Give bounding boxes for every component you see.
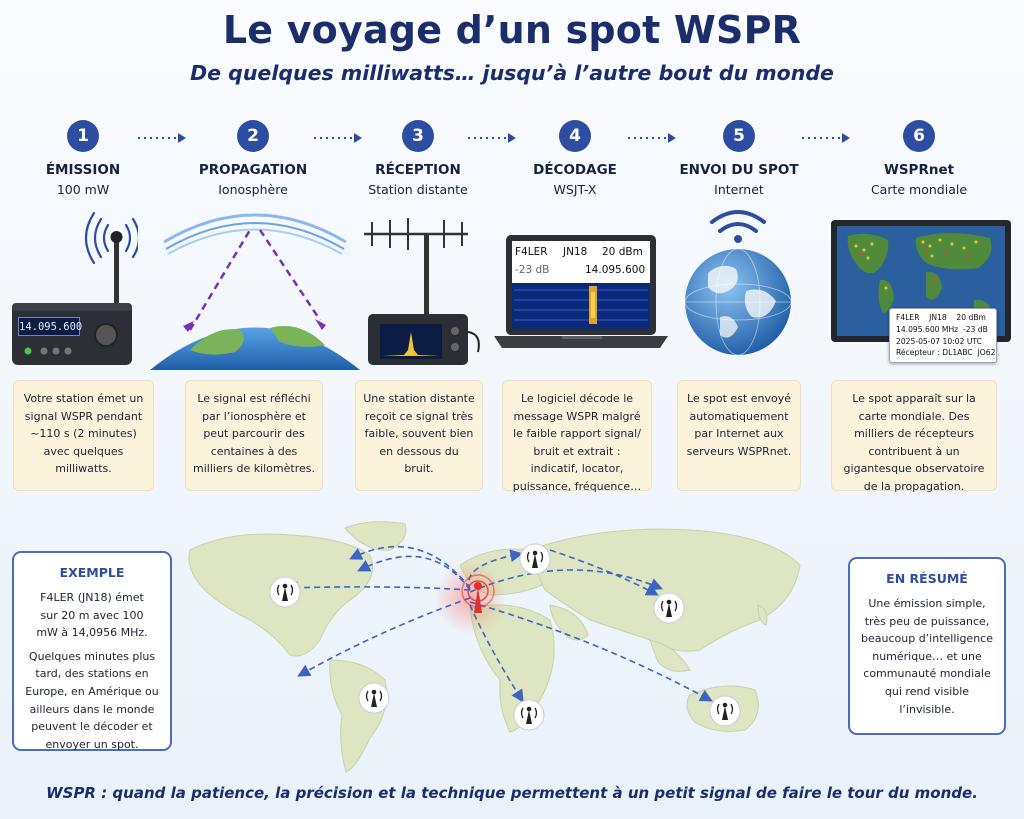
step-1: 1 ÉMISSION 100 mW: [0, 120, 168, 197]
example-text-2: Quelques minutes plus tard, des stations…: [25, 649, 159, 751]
receiver-station-icon: [269, 576, 301, 608]
popup-snr: -23 dB: [962, 324, 988, 334]
popup-locator: JN18: [929, 313, 947, 322]
step-subtitle: Internet: [714, 182, 764, 197]
step-number-badge: 1: [67, 120, 99, 152]
summary-text: Une émission simple, très peu de puissan…: [861, 597, 993, 716]
transmitter-station-icon: [461, 574, 495, 613]
wifi-icon: [710, 210, 766, 233]
example-text-1: F4LER (JN18) émet sur 20 m avec 100 mW à…: [36, 591, 148, 640]
world-map: [188, 521, 801, 773]
step-arrow-icon: [138, 133, 186, 143]
step-5: 5 ENVOI DU SPOT Internet: [654, 120, 824, 197]
ionosphere-arc-icon: [150, 213, 360, 370]
step-title: ÉMISSION: [45, 162, 121, 178]
receiver-station-icon: [358, 682, 390, 714]
decode-power: 20 dBm: [602, 246, 643, 258]
decode-snr: -23 dB: [515, 264, 550, 276]
step-arrow-icon: [802, 133, 850, 143]
popup-datetime: 2025-05-07 10:02 UTC: [896, 336, 982, 346]
step-description: Le signal est réfléchi par l’ionosphère …: [185, 380, 323, 491]
step-4: 4 DÉCODAGE WSJT-X: [490, 120, 660, 197]
step-title: RÉCEPTION: [375, 162, 461, 178]
popup-callsign: F4LER: [896, 313, 920, 322]
step-number-badge: 2: [237, 120, 269, 152]
step-number-badge: 6: [903, 120, 935, 152]
radio-transmitter-icon: [12, 211, 138, 365]
step-3: 3 RÉCEPTION Station distante: [333, 120, 503, 197]
popup-frequency: 14.095.600 MHz: [896, 324, 959, 334]
example-box: EXEMPLE F4LER (JN18) émet sur 20 m avec …: [12, 551, 172, 751]
popup-power: 20 dBm: [956, 313, 986, 322]
wsprnet-spot-popup: F4LER JN18 20 dBm 14.095.600 MHz -23 dB …: [889, 308, 997, 364]
step-description: Le logiciel décode le message WSPR malgr…: [502, 380, 652, 493]
step-subtitle: Station distante: [368, 182, 468, 197]
step-number-badge: 3: [402, 120, 434, 152]
transmitter-display: 14.095.600: [18, 317, 82, 336]
receiver-station-icon: [709, 695, 741, 727]
receiver-station-icon: [653, 592, 685, 624]
decode-locator: JN18: [563, 246, 588, 258]
popup-receiver: Récepteur : DL1ABC: [896, 348, 973, 358]
receiver-station-icon: [519, 543, 551, 575]
decode-frequency: 14.095.600: [585, 264, 646, 276]
step-subtitle: Carte mondiale: [870, 182, 968, 197]
step-title: WSPRnet: [883, 162, 955, 178]
summary-title: EN RÉSUMÉ: [886, 571, 968, 586]
page-title: Le voyage d’un spot WSPR: [222, 8, 802, 52]
earth-globe-icon: [684, 210, 792, 356]
step-2: 2 PROPAGATION Ionosphère: [168, 120, 338, 197]
summary-box: EN RÉSUMÉ Une émission simple, très peu …: [848, 557, 1006, 735]
step-arrow-icon: [468, 133, 516, 143]
step-number-badge: 4: [559, 120, 591, 152]
step-title: DÉCODAGE: [533, 162, 617, 178]
step-subtitle: Ionosphère: [218, 182, 288, 197]
page-subtitle: De quelques milliwatts… jusqu’à l’autre …: [190, 61, 834, 85]
step-description: Le spot est envoyé automatiquement par I…: [677, 380, 801, 491]
yagi-antenna-icon: [364, 218, 480, 365]
popup-receiver-locator: JO62: [977, 348, 996, 358]
step-arrow-icon: [628, 133, 676, 143]
step-description: Le spot apparaît sur la carte mondiale. …: [831, 380, 997, 493]
receiver-station-icon: [513, 699, 545, 731]
step-title: PROPAGATION: [198, 162, 308, 178]
footer-tagline: WSPR : quand la patience, la précision e…: [46, 784, 978, 802]
laptop-icon: [494, 235, 668, 348]
step-number-badge: 5: [723, 120, 755, 152]
step-6: 6 WSPRnet Carte mondiale: [834, 120, 1004, 197]
step-description: Une station distante reçoit ce signal tr…: [355, 380, 483, 491]
step-description: Votre station émet un signal WSPR pendan…: [13, 380, 154, 491]
step-title: ENVOI DU SPOT: [679, 162, 799, 178]
decode-callsign: F4LER: [515, 246, 548, 258]
example-title: EXEMPLE: [59, 565, 125, 580]
step-subtitle: 100 mW: [56, 182, 110, 197]
step-arrow-icon: [314, 133, 362, 143]
step-subtitle: WSJT-X: [553, 182, 597, 197]
